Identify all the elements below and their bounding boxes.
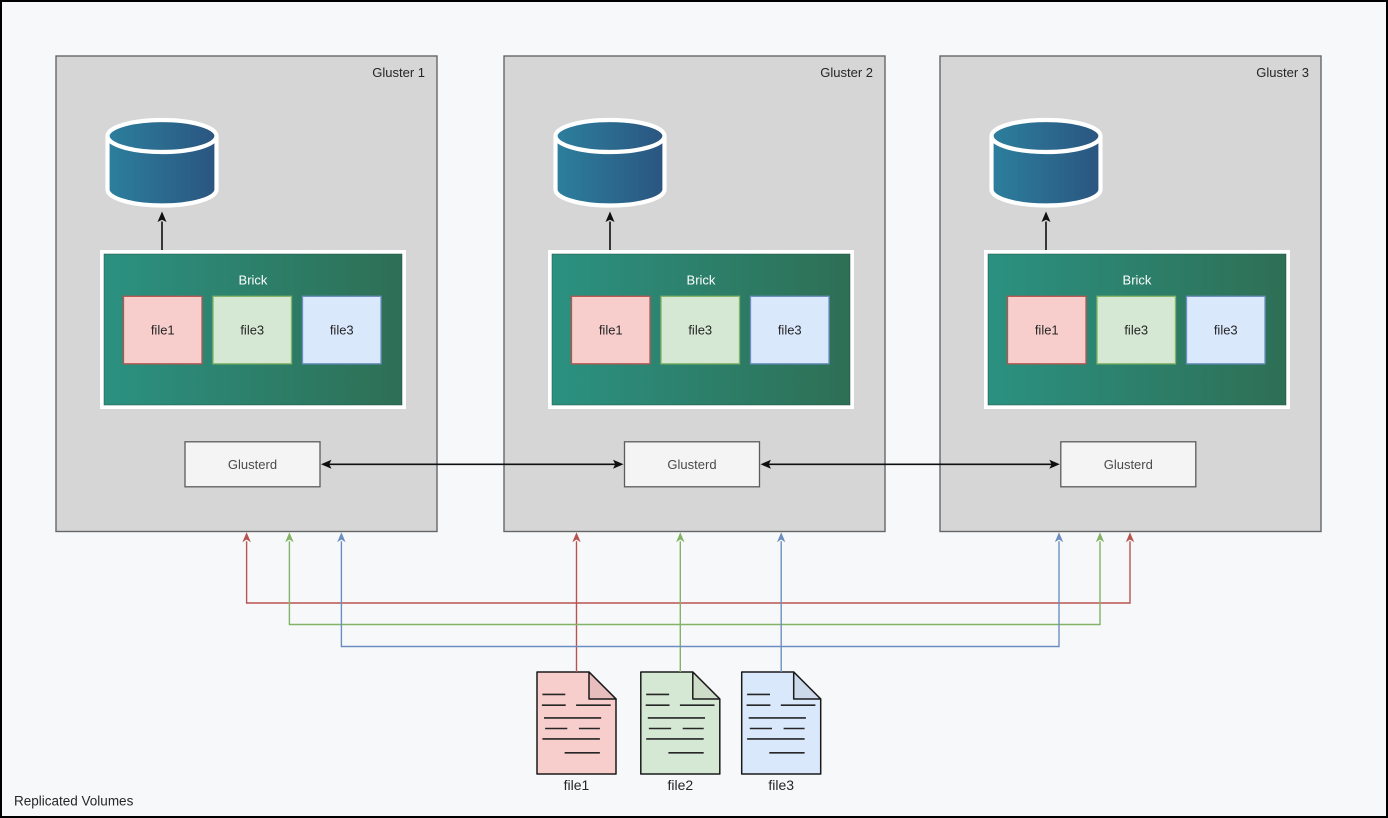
svg-text:Brick: Brick	[1123, 273, 1152, 288]
svg-text:file3: file3	[1124, 323, 1148, 338]
svg-text:Glusterd: Glusterd	[228, 457, 277, 472]
svg-text:Gluster 1: Gluster 1	[372, 65, 425, 80]
svg-text:file3: file3	[768, 777, 794, 793]
svg-text:file2: file2	[667, 777, 693, 793]
svg-text:Gluster 3: Gluster 3	[1256, 65, 1309, 80]
svg-text:file1: file1	[599, 323, 623, 338]
svg-text:file3: file3	[688, 323, 712, 338]
svg-text:Brick: Brick	[239, 273, 268, 288]
svg-text:file3: file3	[1214, 323, 1238, 338]
svg-text:Glusterd: Glusterd	[1104, 457, 1153, 472]
svg-text:file1: file1	[1035, 323, 1059, 338]
svg-text:file3: file3	[240, 323, 264, 338]
svg-text:Replicated Volumes: Replicated Volumes	[14, 794, 134, 809]
svg-text:Brick: Brick	[687, 273, 716, 288]
svg-text:Glusterd: Glusterd	[667, 457, 716, 472]
svg-text:file3: file3	[778, 323, 802, 338]
svg-text:file1: file1	[151, 323, 175, 338]
svg-text:Gluster 2: Gluster 2	[820, 65, 873, 80]
svg-text:file1: file1	[564, 777, 590, 793]
svg-text:file3: file3	[330, 323, 354, 338]
